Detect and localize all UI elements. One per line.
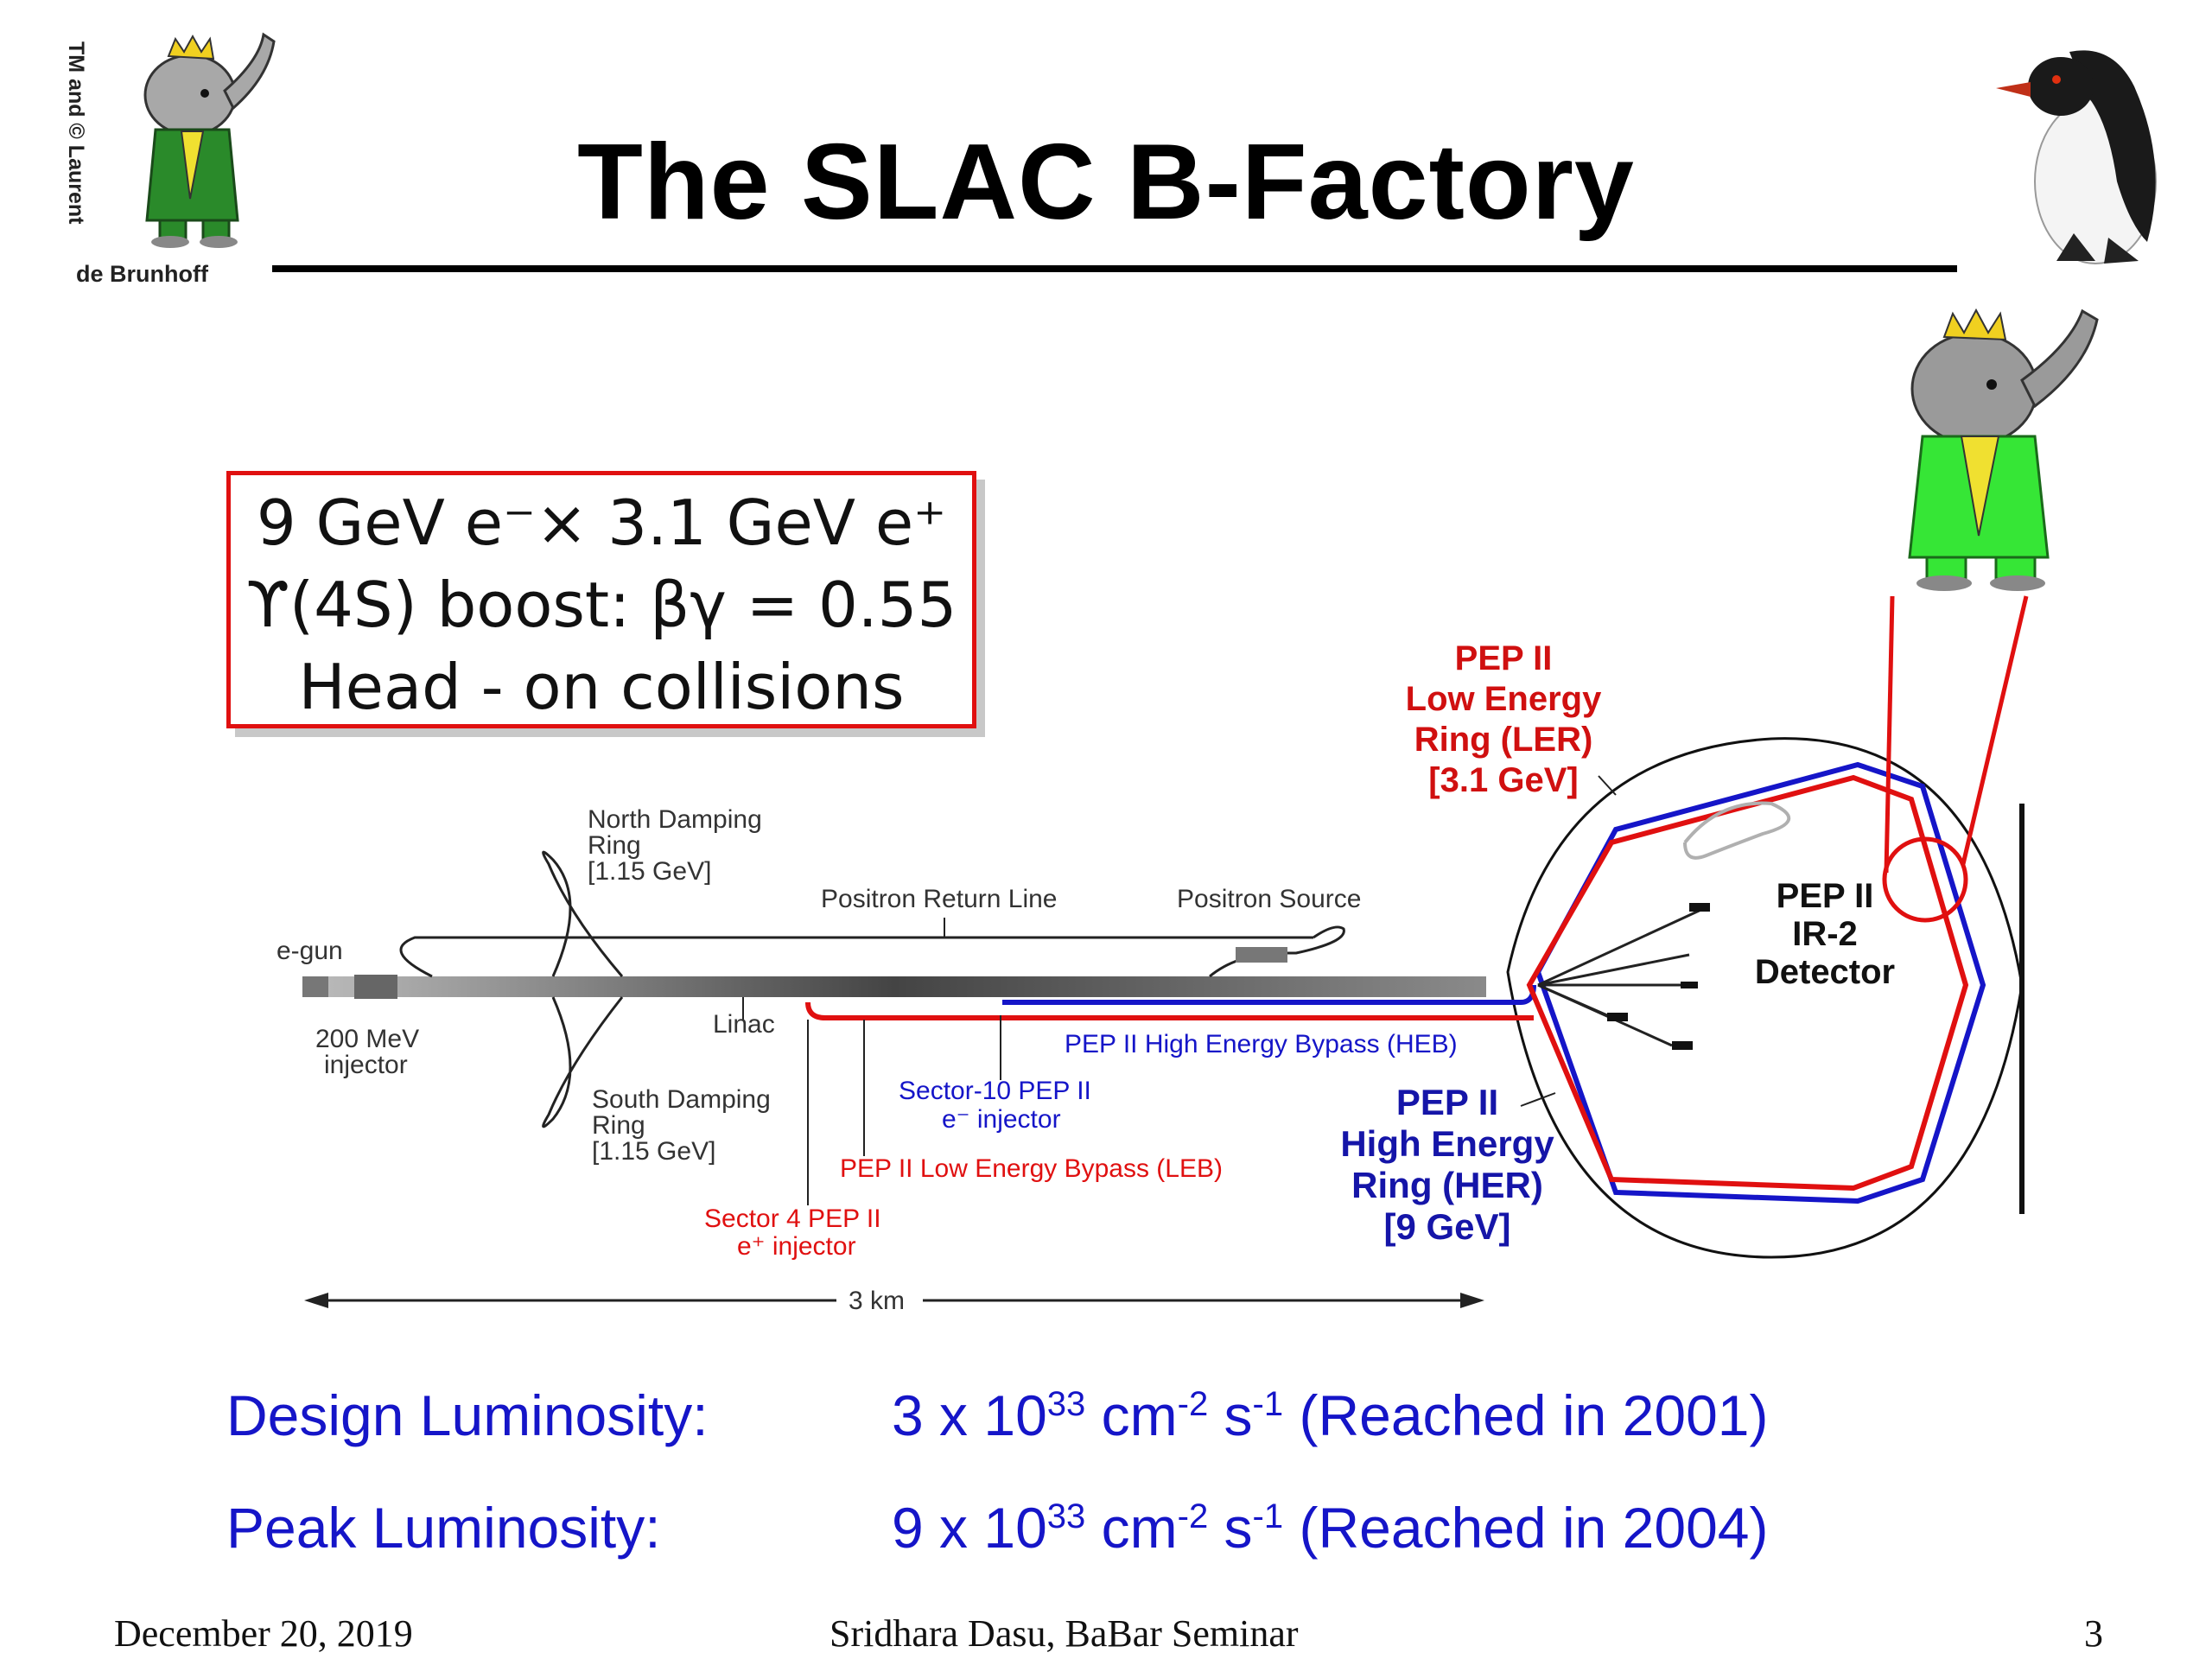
positron-source-block [1236,947,1287,963]
param-energies: 9 GeV e⁻× 3.1 GeV e⁺ [256,486,947,559]
ir2-highlight-circle [1882,836,1968,923]
her-label-1: PEP II [1396,1082,1498,1122]
outer-ring [1506,737,2024,1259]
babar-elephant-bright-icon [1908,308,2099,591]
north-damping-label-3: [1.15 GeV] [588,857,711,886]
unit-cm-exponent: -2 [1177,1497,1209,1535]
her-label-2: High Energy [1340,1123,1554,1164]
distance-arrow-right [1460,1293,1484,1308]
unit-s-exponent: -1 [1252,1385,1284,1423]
heb-label: PEP II High Energy Bypass (HEB) [1065,1030,1458,1058]
injector-block [354,975,397,999]
detector-label-3: Detector [1755,953,1895,991]
sector10-label-1: Sector-10 PEP II [899,1077,1091,1105]
distance-arrow-left [304,1293,328,1308]
footer-page-number: 3 [2084,1612,2103,1655]
leb-line [805,1001,1534,1020]
e-gun-label: e-gun [276,937,343,965]
design-note: (Reached in 2001) [1299,1383,1769,1447]
param-collisions: Head - on collisions [298,651,905,723]
positron-return-label: Positron Return Line [821,885,1058,913]
sector10-label-2: e⁻ injector [942,1105,1061,1134]
detector-label-2: IR-2 [1792,915,1858,953]
linac [302,976,1486,997]
her-label-3: Ring (HER) [1351,1165,1543,1205]
linac-label: Linac [713,1010,775,1039]
unit-s: s [1224,1383,1253,1447]
design-luminosity-label: Design Luminosity: [226,1383,709,1447]
peak-note: (Reached in 2004) [1299,1496,1769,1560]
peak-exponent: 33 [1046,1497,1086,1535]
injector-label-2: injector [324,1051,408,1079]
positron-source-label: Positron Source [1177,885,1361,913]
design-luminosity-value: 3 x 1033 cm-2 s-1 (Reached in 2001) [892,1382,1769,1448]
leb-label: PEP II Low Energy Bypass (LEB) [840,1154,1223,1183]
highlight-link-right [1961,595,2029,865]
ler-ring [1526,774,1969,1192]
positron-return-line [399,936,1313,978]
parameters-box: 9 GeV e⁻× 3.1 GeV e⁺ ϒ(4S) boost: βγ = 0… [226,471,976,728]
peak-luminosity-value: 9 x 1033 cm-2 s-1 (Reached in 2004) [892,1495,1769,1560]
south-damping-label-2: Ring [592,1111,645,1140]
penguin-icon [1996,50,2157,264]
north-damping-ring [542,850,624,977]
unit-cm: cm [1101,1496,1178,1560]
title-underline [272,265,1957,272]
unit-cm-exponent: -2 [1177,1385,1209,1423]
south-damping-ring [542,996,624,1128]
babar-elephant-icon [143,32,276,248]
her-label-4: [9 GeV] [1383,1206,1510,1247]
detector-label-1: PEP II [1777,877,1874,915]
footer-author: Sridhara Dasu, BaBar Seminar [830,1612,1299,1655]
design-value: 3 x 10 [892,1383,1047,1447]
interaction-sketch [1683,801,1790,860]
ler-label-3: Ring (LER) [1414,721,1593,759]
slide-title: The SLAC B-Factory [577,123,1635,242]
unit-cm: cm [1101,1383,1178,1447]
param-boost: ϒ(4S) boost: βγ = 0.55 [245,569,957,641]
her-ring [1535,761,1986,1205]
detector-fan [1537,906,1707,1047]
e-gun-block [302,976,328,997]
south-damping-label-3: [1.15 GeV] [592,1137,715,1166]
highlight-link-left [1884,595,1895,874]
peak-value: 9 x 10 [892,1496,1047,1560]
distance-label: 3 km [849,1287,905,1315]
sector4-label-2: e⁺ injector [737,1232,856,1261]
ler-leader [1598,775,1617,796]
her-leader [1520,1092,1556,1107]
ler-label-1: PEP II [1455,639,1553,677]
ler-label-2: Low Energy [1406,680,1602,718]
detector-blocks [1607,903,1710,1050]
peak-luminosity-label: Peak Luminosity: [226,1496,661,1560]
south-damping-label-1: South Damping [592,1085,771,1114]
ler-label-4: [3.1 GeV] [1428,761,1578,799]
unit-s: s [1224,1496,1253,1560]
north-damping-label-2: Ring [588,831,641,860]
sector4-label-1: Sector 4 PEP II [704,1205,881,1233]
copyright-name: de Brunhoff [76,261,208,287]
footer-date: December 20, 2019 [114,1612,413,1655]
unit-s-exponent: -1 [1252,1497,1284,1535]
design-exponent: 33 [1046,1385,1086,1423]
injector-label-1: 200 MeV [315,1025,419,1053]
north-damping-label-1: North Damping [588,805,762,834]
